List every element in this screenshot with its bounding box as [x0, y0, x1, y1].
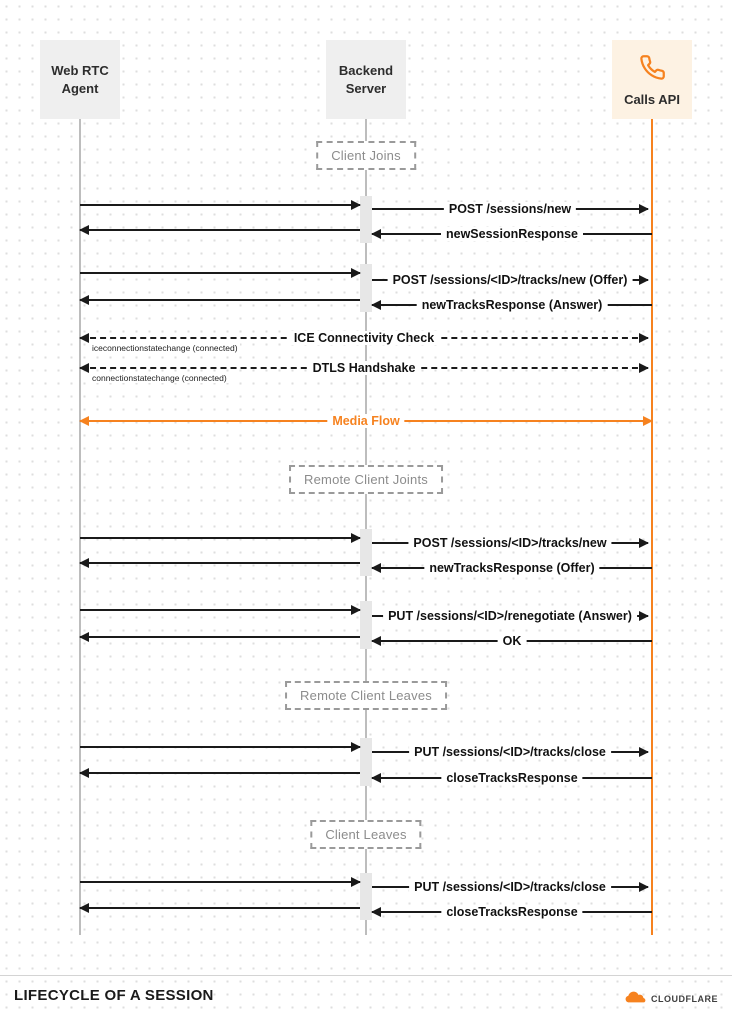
- message-label: PUT /sessions/<ID>/tracks/close: [409, 745, 611, 759]
- arrowhead-left-icon: [79, 416, 89, 426]
- relay-arrow-right: [80, 877, 361, 887]
- message-post-sessions-new: POST /sessions/new: [372, 202, 649, 216]
- message-dtls-handshake: DTLS Handshake connectionstatechange (co…: [79, 361, 649, 383]
- relay-arrow-right: [80, 605, 361, 615]
- message-new-session-response: newSessionResponse: [371, 227, 652, 241]
- activation-bar: [360, 264, 372, 312]
- phase-client-joins: Client Joins: [316, 141, 416, 170]
- arrowhead-left-icon: [79, 768, 89, 778]
- arrowhead-left-icon: [79, 333, 89, 343]
- relay-arrow-left: [79, 632, 360, 642]
- brand-wordmark: CLOUDFLARE: [651, 994, 718, 1004]
- arrowhead-left-icon: [79, 632, 89, 642]
- lifeline-calls-api: [651, 119, 653, 935]
- arrowhead-right-icon: [639, 363, 649, 373]
- event-note: iceconnectionstatechange (connected): [90, 343, 240, 353]
- message-label: OK: [497, 634, 527, 648]
- cloudflare-logo: CLOUDFLARE: [625, 990, 718, 1008]
- relay-arrow-right: [80, 268, 361, 278]
- actor-calls-api: Calls API: [612, 40, 692, 119]
- activation-bar: [360, 529, 372, 576]
- arrowhead-right-icon: [639, 538, 649, 548]
- arrowhead-left-icon: [371, 300, 381, 310]
- message-close-tracks-response: closeTracksResponse: [371, 905, 652, 919]
- arrowhead-right-icon: [639, 275, 649, 285]
- arrowhead-right-icon: [639, 747, 649, 757]
- relay-arrow-left: [79, 558, 360, 568]
- phase-remote-client-leaves: Remote Client Leaves: [285, 681, 447, 710]
- message-post-tracks-new: POST /sessions/<ID>/tracks/new: [372, 536, 649, 550]
- message-label: newSessionResponse: [441, 227, 583, 241]
- message-label: PUT /sessions/<ID>/tracks/close: [409, 880, 611, 894]
- message-label: POST /sessions/new: [443, 202, 577, 216]
- arrowhead-left-icon: [79, 558, 89, 568]
- relay-arrow-right: [80, 200, 361, 210]
- actor-label: Web RTC Agent: [51, 62, 109, 96]
- message-label: POST /sessions/<ID>/tracks/new: [408, 536, 612, 550]
- relay-arrow-right: [80, 533, 361, 543]
- activation-bar: [360, 873, 372, 920]
- relay-arrow-left: [79, 225, 360, 235]
- message-label: closeTracksResponse: [441, 905, 583, 919]
- message-label: closeTracksResponse: [441, 771, 583, 785]
- message-label: POST /sessions/<ID>/tracks/new (Offer): [387, 273, 633, 287]
- arrowhead-left-icon: [371, 229, 381, 239]
- activation-bar: [360, 738, 372, 786]
- message-label: newTracksResponse (Answer): [416, 298, 608, 312]
- phone-icon: [639, 54, 666, 86]
- actor-label: Calls API: [624, 92, 680, 107]
- message-media-flow: Media Flow: [79, 414, 653, 428]
- phase-client-leaves: Client Leaves: [310, 820, 422, 849]
- message-new-tracks-response-offer: newTracksResponse (Offer): [371, 561, 652, 575]
- arrowhead-left-icon: [371, 773, 381, 783]
- arrowhead-left-icon: [79, 295, 89, 305]
- lifeline-backend-server: [365, 119, 367, 935]
- arrowhead-right-icon: [351, 200, 361, 210]
- message-ok: OK: [371, 634, 652, 648]
- arrowhead-right-icon: [351, 268, 361, 278]
- relay-arrow-left: [79, 903, 360, 913]
- message-post-tracks-new-offer: POST /sessions/<ID>/tracks/new (Offer): [372, 273, 649, 287]
- page-title: LIFECYCLE OF A SESSION: [14, 987, 214, 1004]
- arrowhead-right-icon: [643, 416, 653, 426]
- arrowhead-left-icon: [79, 363, 89, 373]
- event-note: connectionstatechange (connected): [90, 373, 229, 383]
- arrowhead-right-icon: [639, 611, 649, 621]
- arrowhead-right-icon: [351, 533, 361, 543]
- message-put-renegotiate-answer: PUT /sessions/<ID>/renegotiate (Answer): [372, 609, 649, 623]
- message-label: ICE Connectivity Check: [288, 331, 440, 345]
- message-ice-connectivity-check: ICE Connectivity Check iceconnectionstat…: [79, 331, 649, 353]
- arrowhead-right-icon: [639, 882, 649, 892]
- arrowhead-left-icon: [371, 563, 381, 573]
- message-put-tracks-close: PUT /sessions/<ID>/tracks/close: [372, 880, 649, 894]
- message-label: DTLS Handshake: [307, 361, 421, 375]
- relay-arrow-right: [80, 742, 361, 752]
- actor-label: Backend Server: [338, 62, 394, 96]
- cloudflare-cloud-icon: [625, 990, 647, 1008]
- arrowhead-left-icon: [371, 907, 381, 917]
- message-put-tracks-close: PUT /sessions/<ID>/tracks/close: [372, 745, 649, 759]
- arrowhead-left-icon: [79, 225, 89, 235]
- arrowhead-right-icon: [639, 204, 649, 214]
- arrowhead-left-icon: [79, 903, 89, 913]
- message-label: Media Flow: [327, 414, 405, 428]
- phase-remote-client-joints: Remote Client Joints: [289, 465, 443, 494]
- footer-divider: [0, 975, 732, 976]
- arrowhead-right-icon: [351, 742, 361, 752]
- activation-bar: [360, 601, 372, 649]
- arrowhead-left-icon: [371, 636, 381, 646]
- message-close-tracks-response: closeTracksResponse: [371, 771, 652, 785]
- message-label: newTracksResponse (Offer): [424, 561, 600, 575]
- activation-bar: [360, 196, 372, 243]
- arrowhead-right-icon: [351, 605, 361, 615]
- actor-backend-server: Backend Server: [326, 40, 406, 119]
- arrowhead-right-icon: [639, 333, 649, 343]
- actor-webrtc-agent: Web RTC Agent: [40, 40, 120, 119]
- message-label: PUT /sessions/<ID>/renegotiate (Answer): [383, 609, 637, 623]
- message-new-tracks-response-answer: newTracksResponse (Answer): [371, 298, 652, 312]
- arrowhead-right-icon: [351, 877, 361, 887]
- relay-arrow-left: [79, 768, 360, 778]
- relay-arrow-left: [79, 295, 360, 305]
- lifeline-webrtc-agent: [79, 119, 81, 935]
